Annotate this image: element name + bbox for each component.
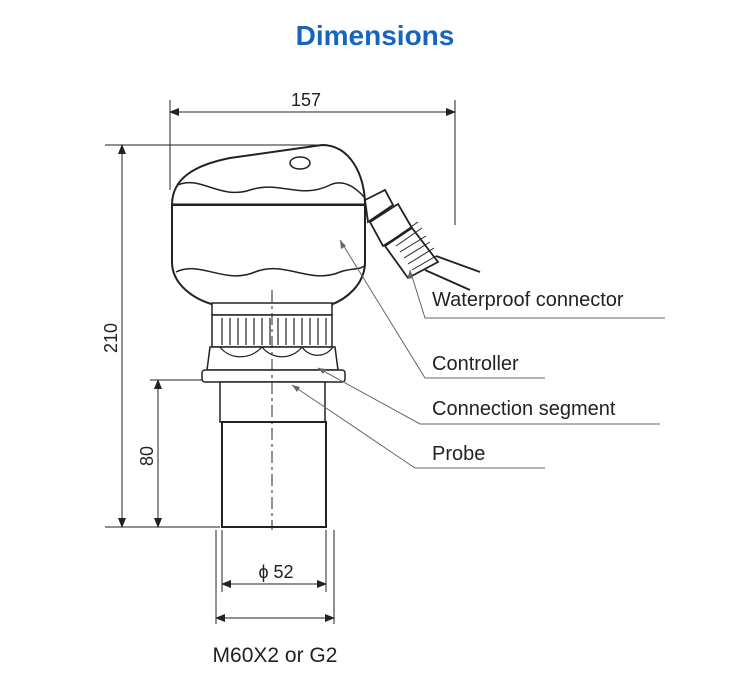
thread-spec-label: M60X2 or G2 [212, 644, 338, 667]
callout-leaders [291, 239, 665, 469]
lid-knob [289, 156, 311, 170]
housing-wave [175, 265, 365, 277]
diameter-dimension [215, 530, 335, 624]
device-body [170, 143, 367, 528]
label-probe: Probe [432, 443, 485, 465]
width-value: 157 [291, 90, 321, 110]
diameter-value: ϕ 52 [258, 562, 293, 582]
waterproof-connector-drawing [364, 188, 481, 291]
label-controller: Controller [432, 353, 519, 375]
leader-waterproof-connector [409, 269, 665, 319]
height-value: 210 [101, 323, 121, 353]
page-title: Dimensions [295, 20, 455, 51]
height-dimension [105, 144, 320, 528]
controller-housing [171, 204, 366, 306]
label-connection-segment: Connection segment [432, 398, 616, 420]
leader-connection-segment [317, 367, 660, 425]
label-waterproof-connector: Waterproof connector [432, 289, 624, 311]
controller-lid [170, 143, 367, 206]
lid-wave [177, 181, 366, 199]
leader-controller [339, 239, 545, 379]
leader-probe [291, 384, 545, 469]
probe-height-dimension [150, 379, 210, 528]
probe-body [221, 421, 327, 528]
probe-height-value: 80 [137, 446, 157, 466]
